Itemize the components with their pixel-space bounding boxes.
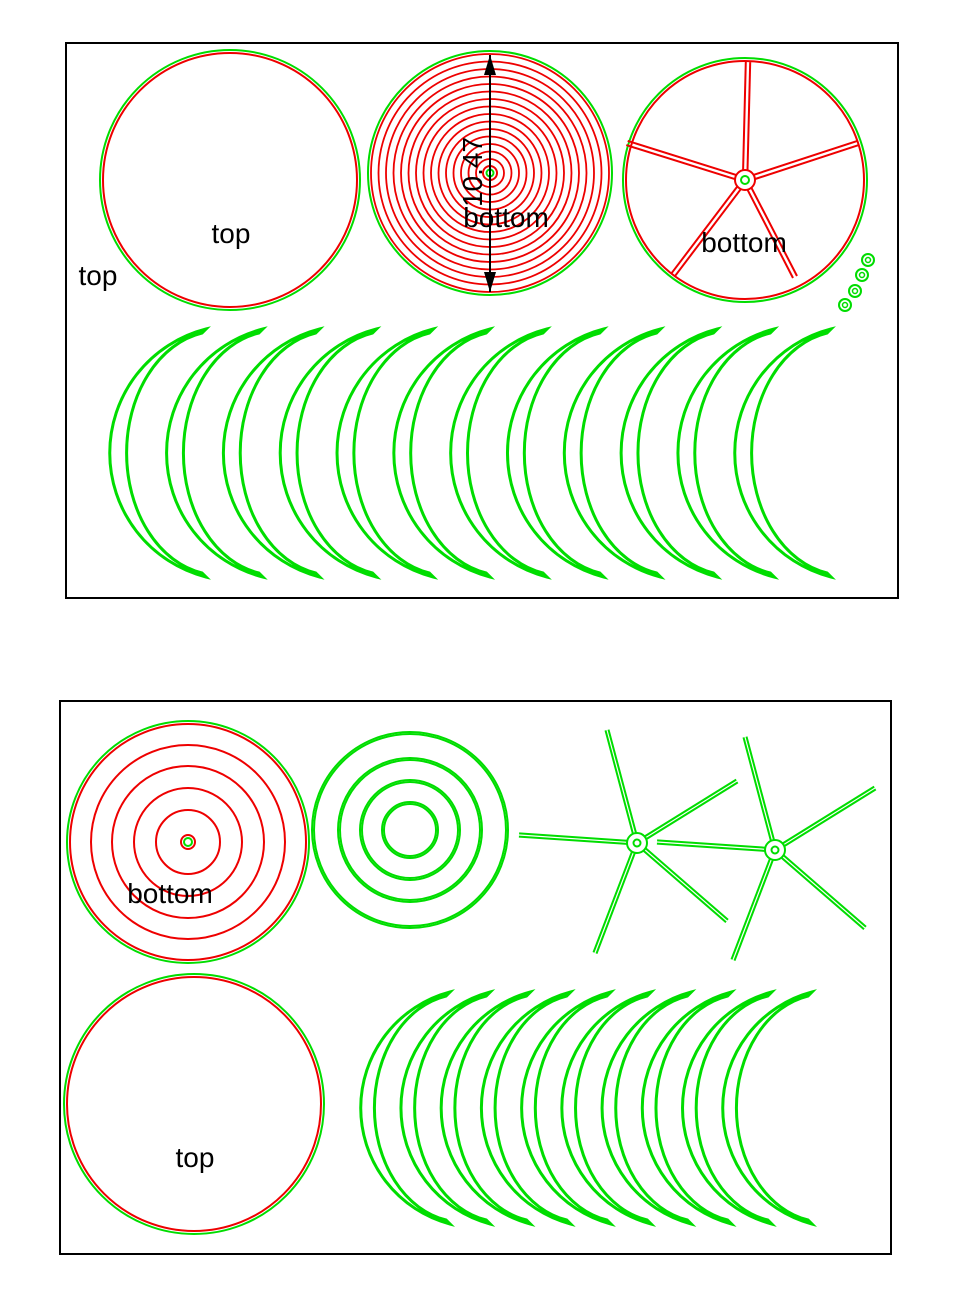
star-spoke [519, 832, 628, 842]
loose-ring [381, 801, 439, 859]
bottom-spoke-wheel [622, 57, 868, 303]
spoke [742, 61, 747, 170]
star-spoke [733, 859, 774, 961]
sheet-2-frame [59, 700, 892, 1255]
crescent [560, 989, 657, 1227]
star-spoke [780, 857, 865, 930]
loose-ring [383, 803, 437, 857]
spoke [670, 185, 738, 275]
label-top-outer: top [79, 260, 118, 291]
spoke [753, 139, 858, 176]
label-bottom-rings-2: bottom [127, 878, 213, 909]
loose-ring [339, 759, 481, 901]
spoke [750, 187, 798, 277]
star-spoke [656, 842, 765, 852]
crescent [619, 326, 723, 580]
label-bottom-rings: bottom [463, 202, 549, 233]
top-disc-2 [63, 973, 325, 1235]
bottom-ring-disc-2 [66, 720, 310, 964]
spoke [746, 189, 794, 279]
crescent [449, 326, 552, 580]
star-hole [770, 845, 780, 855]
crescent [479, 989, 576, 1227]
star-spoke [645, 781, 739, 840]
star-spoke [657, 839, 766, 849]
crescent-set-2 [359, 989, 818, 1227]
loose-ring [359, 779, 461, 881]
star-hole [632, 838, 642, 848]
loose-rings [311, 731, 509, 929]
crescent [392, 326, 496, 580]
sheet-1: top top 10.47 bottom bottom [65, 42, 899, 599]
label-bottom-spokes: bottom [701, 227, 787, 258]
star-spoke [783, 788, 877, 847]
spoke [746, 62, 752, 171]
label-top-disc-2: top [176, 1142, 215, 1173]
dimension-10-47: 10.47 [457, 55, 496, 292]
crescent [399, 989, 496, 1227]
sheet-2: bottom top [59, 700, 892, 1255]
crescent [681, 989, 777, 1227]
star-spoke [745, 736, 775, 841]
crescent [505, 326, 609, 580]
crescent-set-1 [108, 326, 836, 580]
star-spoke [742, 737, 772, 841]
crescent [721, 989, 818, 1227]
star-spoke [782, 854, 867, 928]
star-spoke [607, 729, 637, 834]
dimension-value: 10.47 [457, 137, 488, 207]
crescent [676, 326, 780, 580]
crescent [221, 326, 325, 580]
star-hub [764, 839, 786, 861]
crescent [359, 989, 456, 1227]
crescent [108, 326, 211, 580]
crescent [520, 989, 616, 1227]
star-spoke [782, 785, 875, 845]
loose-ring [313, 733, 507, 927]
loose-ring [311, 731, 509, 929]
star-hub [626, 832, 648, 854]
crescent [733, 326, 836, 580]
crescent [278, 326, 382, 580]
star-spoke [644, 847, 729, 921]
top-disc [99, 49, 361, 311]
crescent [335, 326, 439, 580]
small-rings [838, 253, 875, 312]
loose-ring [361, 781, 459, 879]
crescent [439, 989, 536, 1227]
star-spoke [642, 850, 727, 923]
star-spoke [518, 835, 627, 845]
star-spoke [592, 851, 633, 953]
spoke [674, 188, 742, 277]
spoke-stars [518, 729, 877, 961]
star-spoke [730, 858, 771, 960]
hub [734, 169, 756, 191]
crescent [165, 326, 268, 580]
spoke [626, 144, 736, 181]
sheet-1-frame [65, 42, 899, 599]
crescent [600, 989, 697, 1227]
crescent [562, 326, 666, 580]
spoke [754, 144, 860, 180]
star-spoke [604, 730, 634, 834]
star-spoke [644, 778, 737, 838]
loose-ring [337, 757, 483, 903]
crescent [640, 989, 737, 1227]
star-spoke [595, 852, 636, 954]
label-top-disc: top [212, 218, 251, 249]
spoke [627, 139, 737, 176]
